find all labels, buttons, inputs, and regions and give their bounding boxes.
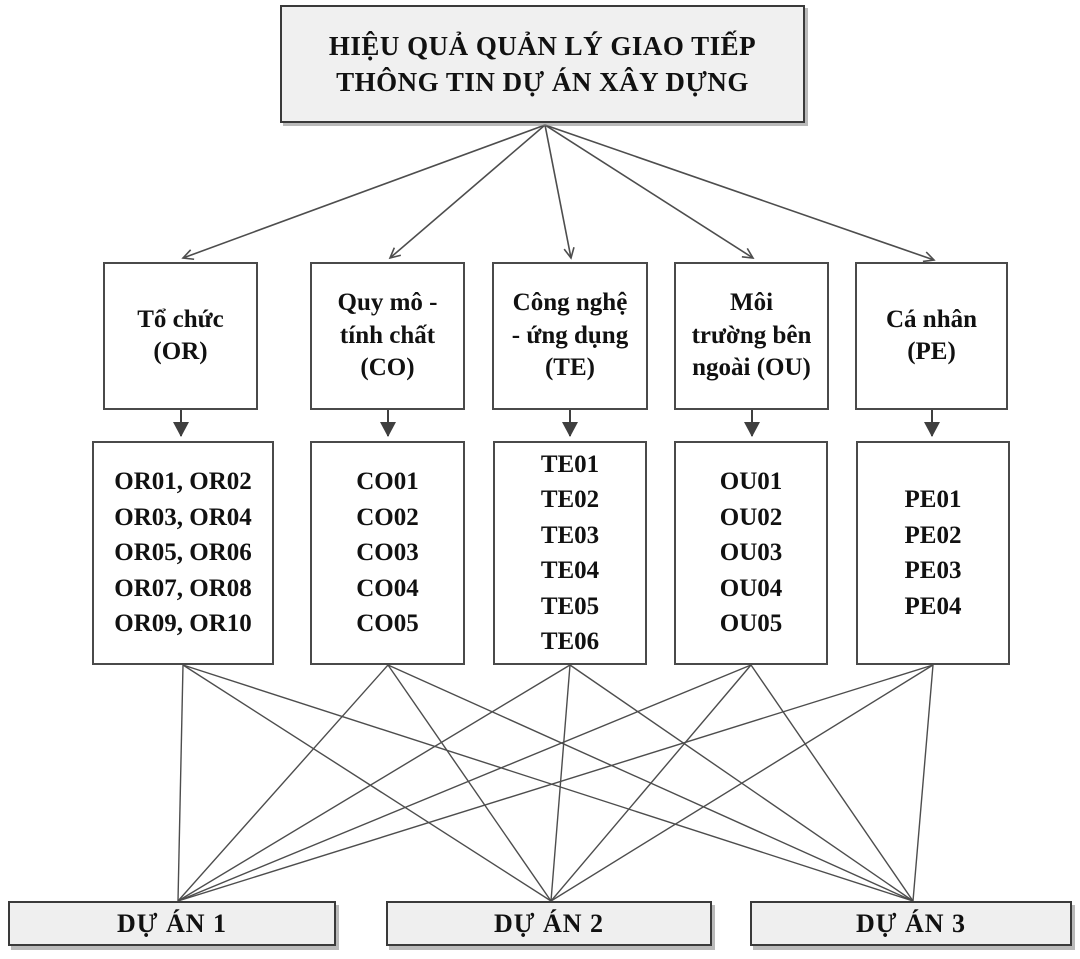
items-to-project-lines [177, 664, 934, 902]
project-label-3: DỰ ÁN 3 [855, 908, 967, 938]
factor-label-te: Công nghệ - ứng dụng (TE) [511, 289, 629, 382]
items-box-ou: OU01 OU02 OU03 OU04 OU05 [674, 441, 828, 665]
factor-label-co: Quy mô - tính chất (CO) [337, 289, 438, 382]
items-list-or: OR01, OR02 OR03, OR04 OR05, OR06 OR07, O… [114, 468, 252, 638]
factor-box-or: Tổ chức (OR) [103, 262, 258, 410]
project-box-2: DỰ ÁN 2 [386, 901, 712, 946]
items-box-or: OR01, OR02 OR03, OR04 OR05, OR06 OR07, O… [92, 441, 274, 665]
diagram-title: HIỆU QUẢ QUẢN LÝ GIAO TIẾP THÔNG TIN DỰ … [328, 30, 757, 97]
project-label-1: DỰ ÁN 1 [116, 908, 228, 938]
factor-box-pe: Cá nhân (PE) [855, 262, 1008, 410]
items-box-co: CO01 CO02 CO03 CO04 CO05 [310, 441, 465, 665]
items-box-te: TE01 TE02 TE03 TE04 TE05 TE06 [493, 441, 647, 665]
items-list-pe: PE01 PE02 PE03 PE04 [904, 486, 962, 620]
items-box-pe: PE01 PE02 PE03 PE04 [856, 441, 1010, 665]
project-box-3: DỰ ÁN 3 [750, 901, 1072, 946]
factor-box-co: Quy mô - tính chất (CO) [310, 262, 465, 410]
factor-box-ou: Môi trường bên ngoài (OU) [674, 262, 829, 410]
items-list-te: TE01 TE02 TE03 TE04 TE05 TE06 [540, 450, 600, 656]
title-box: HIỆU QUẢ QUẢN LÝ GIAO TIẾP THÔNG TIN DỰ … [280, 5, 805, 123]
factor-label-ou: Môi trường bên ngoài (OU) [691, 289, 812, 382]
factor-box-te: Công nghệ - ứng dụng (TE) [492, 262, 648, 410]
factor-to-items-arrows [173, 410, 940, 437]
items-list-co: CO01 CO02 CO03 CO04 CO05 [356, 468, 419, 638]
project-label-2: DỰ ÁN 2 [493, 908, 605, 938]
fan-arrows-title-to-factors [181, 124, 936, 263]
project-box-1: DỰ ÁN 1 [8, 901, 336, 946]
factor-label-or: Tổ chức (OR) [137, 305, 224, 366]
factor-label-pe: Cá nhân (PE) [885, 305, 977, 366]
items-list-ou: OU01 OU02 OU03 OU04 OU05 [719, 468, 783, 638]
